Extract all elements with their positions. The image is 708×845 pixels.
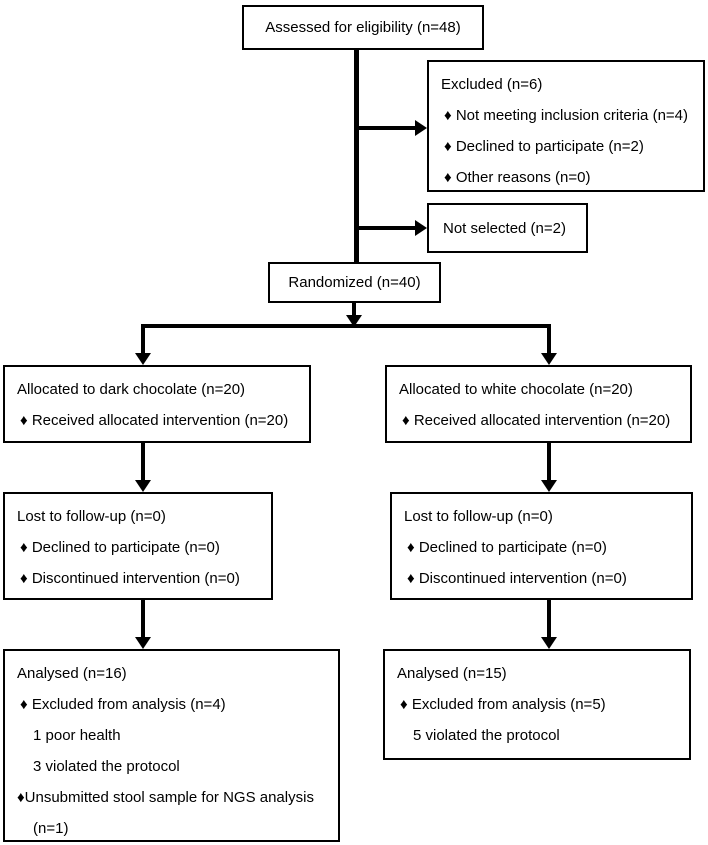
- connector-branch-right-drop: [547, 324, 551, 354]
- alloc-dark-title: Allocated to dark chocolate (n=20): [17, 381, 246, 398]
- randomized-title: Randomized (n=40): [288, 274, 421, 291]
- lost-white-item: ♦ Declined to participate (n=0): [407, 539, 607, 556]
- excluded-title: Excluded (n=6): [441, 76, 543, 93]
- randomized-box: Randomized (n=40): [268, 262, 441, 303]
- arrowhead-not-selected-icon: [415, 220, 427, 236]
- arrowhead-alloc-dark-icon: [135, 353, 151, 365]
- analysed-white-subitem: 5 violated the protocol: [413, 727, 560, 744]
- assessed-title: Assessed for eligibility (n=48): [265, 19, 461, 36]
- lost-followup-white-box: Lost to follow-up (n=0) ♦ Declined to pa…: [390, 492, 693, 600]
- connector-branch-horizontal: [141, 324, 551, 328]
- allocated-white-chocolate-box: Allocated to white chocolate (n=20) ♦ Re…: [385, 365, 692, 443]
- arrowhead-lost-dark-icon: [135, 480, 151, 492]
- allocated-dark-chocolate-box: Allocated to dark chocolate (n=20) ♦ Rec…: [3, 365, 311, 443]
- connector-randomized-stub: [352, 303, 356, 316]
- connector-lost-to-analysed-white: [547, 600, 551, 638]
- alloc-white-title: Allocated to white chocolate (n=20): [399, 381, 633, 398]
- lost-dark-item: ♦ Declined to participate (n=0): [20, 539, 220, 556]
- assessed-box: Assessed for eligibility (n=48): [242, 5, 484, 50]
- arrowhead-analysed-white-icon: [541, 637, 557, 649]
- excluded-item: ♦ Not meeting inclusion criteria (n=4): [444, 107, 689, 124]
- excluded-box: Excluded (n=6) ♦ Not meeting inclusion c…: [427, 60, 705, 192]
- excluded-item: ♦ Declined to participate (n=2): [444, 138, 644, 155]
- not-selected-title: Not selected (n=2): [443, 219, 566, 237]
- arrowhead-analysed-dark-icon: [135, 637, 151, 649]
- lost-followup-dark-box: Lost to follow-up (n=0) ♦ Declined to pa…: [3, 492, 273, 600]
- alloc-white-item: ♦ Received allocated intervention (n=20): [402, 412, 671, 429]
- lost-white-item: ♦ Discontinued intervention (n=0): [407, 570, 627, 587]
- analysed-dark-subitem: (n=1): [33, 820, 69, 837]
- arrowhead-lost-white-icon: [541, 480, 557, 492]
- lost-white-title: Lost to follow-up (n=0): [404, 508, 553, 525]
- analysed-dark-title: Analysed (n=16): [17, 665, 127, 682]
- analysed-dark-box: Analysed (n=16) ♦ Excluded from analysis…: [3, 649, 340, 842]
- analysed-dark-subitem: 1 poor health: [33, 727, 121, 744]
- not-selected-box: Not selected (n=2): [427, 203, 588, 253]
- connector-alloc-to-lost-dark: [141, 443, 145, 481]
- connector-to-not-selected: [357, 226, 415, 230]
- connector-to-excluded: [357, 126, 415, 130]
- analysed-dark-item: ♦Unsubmitted stool sample for NGS analys…: [17, 789, 314, 806]
- lost-dark-title: Lost to follow-up (n=0): [17, 508, 166, 525]
- excluded-item: ♦ Other reasons (n=0): [444, 169, 591, 186]
- connector-lost-to-analysed-dark: [141, 600, 145, 638]
- arrowhead-alloc-white-icon: [541, 353, 557, 365]
- analysed-dark-item: ♦ Excluded from analysis (n=4): [20, 696, 226, 713]
- alloc-dark-item: ♦ Received allocated intervention (n=20): [20, 412, 289, 429]
- arrowhead-excluded-icon: [415, 120, 427, 136]
- lost-dark-item: ♦ Discontinued intervention (n=0): [20, 570, 240, 587]
- analysed-white-box: Analysed (n=15) ♦ Excluded from analysis…: [383, 649, 691, 760]
- analysed-white-item: ♦ Excluded from analysis (n=5): [400, 696, 606, 713]
- analysed-white-title: Analysed (n=15): [397, 665, 507, 682]
- connector-alloc-to-lost-white: [547, 443, 551, 481]
- connector-branch-left-drop: [141, 324, 145, 354]
- analysed-dark-subitem: 3 violated the protocol: [33, 758, 180, 775]
- connector-assessed-to-randomized: [354, 50, 359, 262]
